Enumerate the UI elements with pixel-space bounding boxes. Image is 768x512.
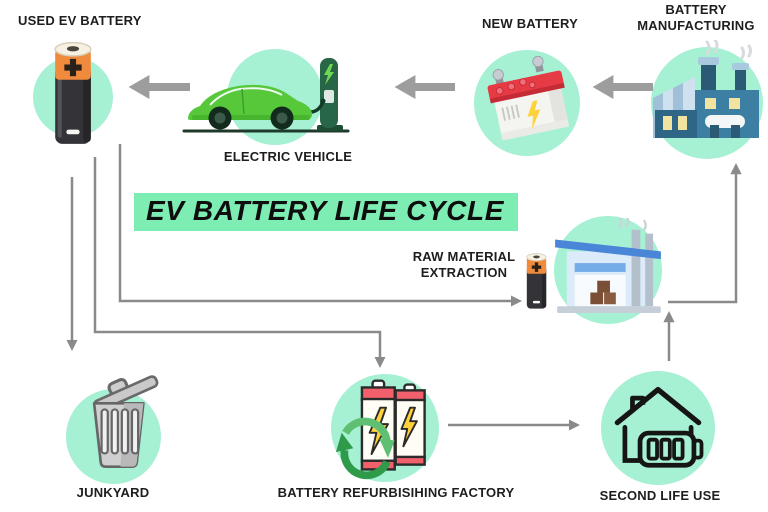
factory-icon xyxy=(653,40,759,138)
raw-material-battery-icon xyxy=(526,253,547,309)
label-second-life-use: SECOND LIFE USE xyxy=(599,488,721,503)
label-battery-manufacturing: BATTERY MANUFACTURING xyxy=(637,2,755,34)
ev-car-charging-icon xyxy=(182,58,350,133)
car-battery-icon xyxy=(487,56,570,141)
arrow-raw-material-to-manufacturing xyxy=(668,163,742,304)
warehouse-icon xyxy=(555,218,661,314)
label-electric-vehicle: ELECTRIC VEHICLE xyxy=(223,149,353,164)
recycling-batteries-icon xyxy=(335,379,426,480)
label-used-ev-battery: USED EV BATTERY xyxy=(18,13,142,28)
used-battery-icon xyxy=(54,41,92,144)
arrow-used-battery-to-raw-material xyxy=(118,144,522,307)
label-raw-material-extraction: RAW MATERIAL EXTRACTION xyxy=(412,249,516,281)
arrow-used-battery-to-refurbishing xyxy=(93,157,386,368)
label-battery-refurbishing-factory: BATTERY REFURBISIHING FACTORY xyxy=(277,485,515,500)
house-battery-icon xyxy=(614,386,704,468)
label-new-battery: NEW BATTERY xyxy=(481,16,579,31)
trash-can-icon xyxy=(92,375,159,468)
page-title: EV BATTERY LIFE CYCLE xyxy=(134,193,518,231)
label-junkyard: JUNKYARD xyxy=(76,485,150,500)
